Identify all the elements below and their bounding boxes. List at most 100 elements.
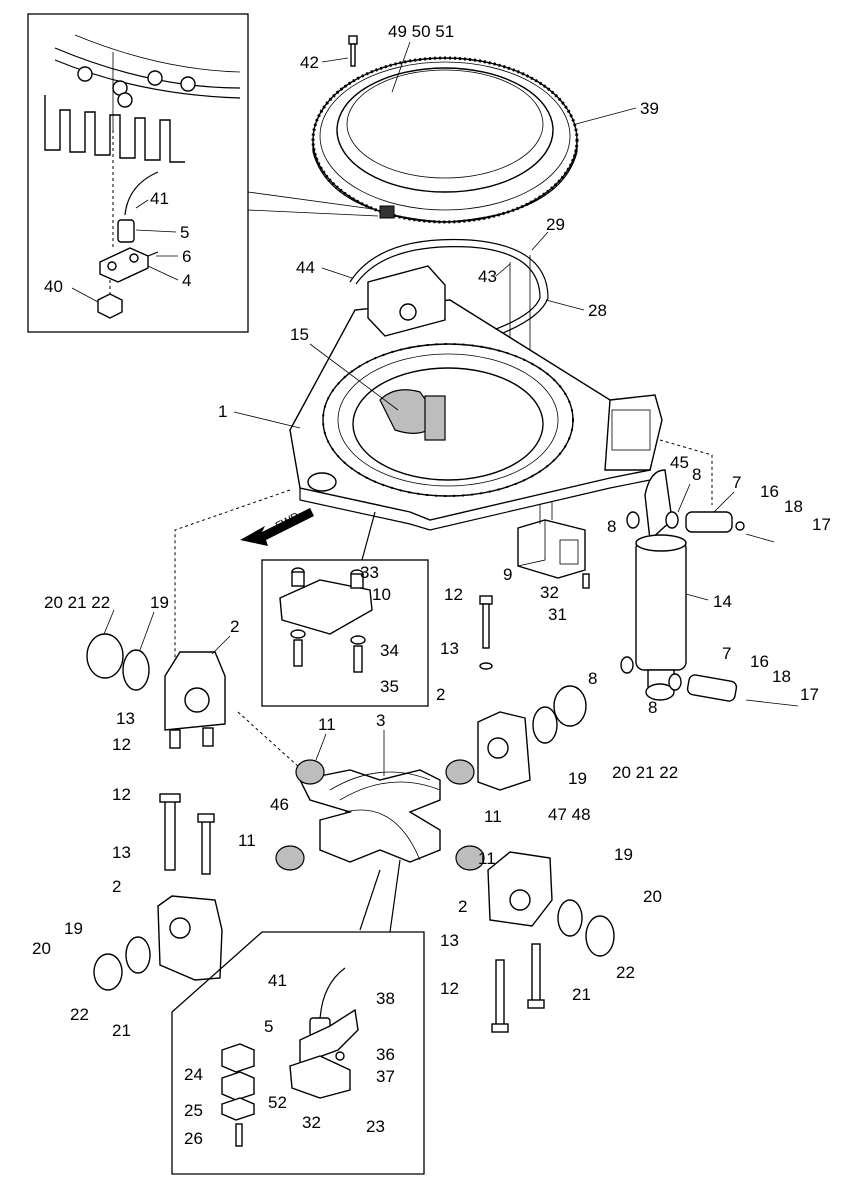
sensor-body xyxy=(117,219,135,243)
label-34: 34 xyxy=(380,641,399,660)
label-36: 36 xyxy=(376,1045,395,1064)
label-19: 19 xyxy=(614,845,633,864)
label-43: 43 xyxy=(478,267,497,286)
label-3: 3 xyxy=(376,711,385,730)
label-6: 6 xyxy=(182,247,191,266)
label-1: 1 xyxy=(218,402,227,421)
label-33: 33 xyxy=(360,563,379,582)
trunnion-block-left-lower xyxy=(157,793,223,981)
label-2: 2 xyxy=(112,877,121,896)
trunnion-block-left-upper xyxy=(164,651,226,749)
label-13: 13 xyxy=(112,843,131,862)
label-7: 7 xyxy=(722,644,731,663)
label-12: 12 xyxy=(440,979,459,998)
label-11: 11 xyxy=(238,831,256,850)
label-29: 29 xyxy=(546,215,565,234)
sensor-bracket xyxy=(99,247,149,283)
detail-inset-pad xyxy=(261,559,429,707)
detail-inset-sensor-lower xyxy=(171,859,425,1175)
label-13: 13 xyxy=(440,931,459,950)
label-13: 13 xyxy=(440,639,459,658)
label-37: 37 xyxy=(376,1067,395,1086)
pin-7 xyxy=(685,511,733,533)
label-12: 12 xyxy=(112,785,131,804)
label-24: 24 xyxy=(184,1065,203,1084)
label-8: 8 xyxy=(692,465,701,484)
label-12: 12 xyxy=(112,735,131,754)
label-18: 18 xyxy=(772,667,791,686)
label-21: 21 xyxy=(112,1021,131,1040)
trunnion-block-right-upper xyxy=(477,711,531,791)
label-32: 32 xyxy=(540,583,559,602)
label-20: 20 xyxy=(32,939,51,958)
label-41: 41 xyxy=(268,971,287,990)
label-22: 22 xyxy=(616,963,635,982)
label-20: 20 xyxy=(643,887,662,906)
label-40: 40 xyxy=(44,277,63,296)
label-21: 21 xyxy=(572,985,591,1004)
fwd-arrow: FWD xyxy=(240,508,314,546)
label-4: 4 xyxy=(182,271,191,290)
ring-19 xyxy=(122,649,150,691)
slewing-ring xyxy=(311,56,579,224)
label-18: 18 xyxy=(784,497,803,516)
label-8: 8 xyxy=(588,669,597,688)
label-22: 22 xyxy=(70,1005,89,1024)
label-5: 5 xyxy=(264,1017,273,1036)
label-19: 19 xyxy=(150,593,169,612)
label-39: 39 xyxy=(640,99,659,118)
bolt-42 xyxy=(348,35,358,67)
bracket-9 xyxy=(517,502,586,579)
label-32: 32 xyxy=(302,1113,321,1132)
label-5: 5 xyxy=(180,223,189,242)
label-20-21-22: 20 21 22 xyxy=(44,593,110,612)
bearing-cap xyxy=(86,633,124,679)
label-23: 23 xyxy=(366,1117,385,1136)
label-47-48: 47 48 xyxy=(548,805,591,824)
label-2: 2 xyxy=(436,685,445,704)
label-12: 12 xyxy=(444,585,463,604)
label-20-21-22: 20 21 22 xyxy=(612,763,678,782)
label-2: 2 xyxy=(230,617,239,636)
label-7: 7 xyxy=(732,473,741,492)
label-8: 8 xyxy=(607,517,616,536)
label-19: 19 xyxy=(64,919,83,938)
label-8: 8 xyxy=(648,698,657,717)
label-16: 16 xyxy=(750,652,769,671)
gear-teeth xyxy=(44,95,185,163)
detail-frame xyxy=(27,13,249,333)
fwd-label: FWD xyxy=(274,510,302,532)
hydraulic-cylinder xyxy=(635,469,687,701)
label-11: 11 xyxy=(484,807,502,826)
label-11: 11 xyxy=(318,715,336,734)
label-15: 15 xyxy=(290,325,309,344)
label-17: 17 xyxy=(800,685,819,704)
label-2: 2 xyxy=(458,897,467,916)
pin-7-lower xyxy=(686,674,738,702)
label-25: 25 xyxy=(184,1101,203,1120)
label-28: 28 xyxy=(588,301,607,320)
label-42: 42 xyxy=(300,53,319,72)
label-46: 46 xyxy=(270,795,289,814)
sensor-cable xyxy=(124,171,159,216)
label-38: 38 xyxy=(376,989,395,1008)
label-10: 10 xyxy=(372,585,391,604)
nut xyxy=(97,293,123,319)
label-31: 31 xyxy=(548,605,567,624)
label-19: 19 xyxy=(568,769,587,788)
label-52: 52 xyxy=(268,1093,287,1112)
label-49-50-51: 49 50 51 xyxy=(388,22,454,41)
label-45: 45 xyxy=(670,453,689,472)
label-11: 11 xyxy=(478,849,496,868)
label-35: 35 xyxy=(380,677,399,696)
label-17: 17 xyxy=(812,515,831,534)
label-44: 44 xyxy=(296,258,315,277)
label-16: 16 xyxy=(760,482,779,501)
base-frame xyxy=(289,265,663,531)
detail-inset-sensor: 41 5 6 4 40 xyxy=(27,13,249,333)
label-26: 26 xyxy=(184,1129,203,1148)
label-13: 13 xyxy=(116,709,135,728)
trunnion-block-right-lower xyxy=(487,851,553,1033)
